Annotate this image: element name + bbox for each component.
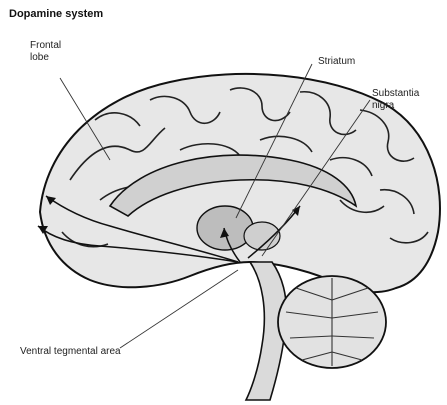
label-striatum: Striatum <box>318 56 355 68</box>
label-frontal-lobe-line2: lobe <box>30 52 61 64</box>
striatum-structure <box>197 206 253 250</box>
label-ventral-tegmental-area: Ventral tegmental area <box>20 346 121 358</box>
label-substantia-nigra-line1: Substantia <box>372 88 419 100</box>
label-substantia-nigra-line2: nigra <box>372 100 419 112</box>
label-frontal-lobe-line1: Frontal <box>30 40 61 52</box>
label-frontal-lobe: Frontal lobe <box>30 40 61 64</box>
label-substantia-nigra: Substantia nigra <box>372 88 419 112</box>
